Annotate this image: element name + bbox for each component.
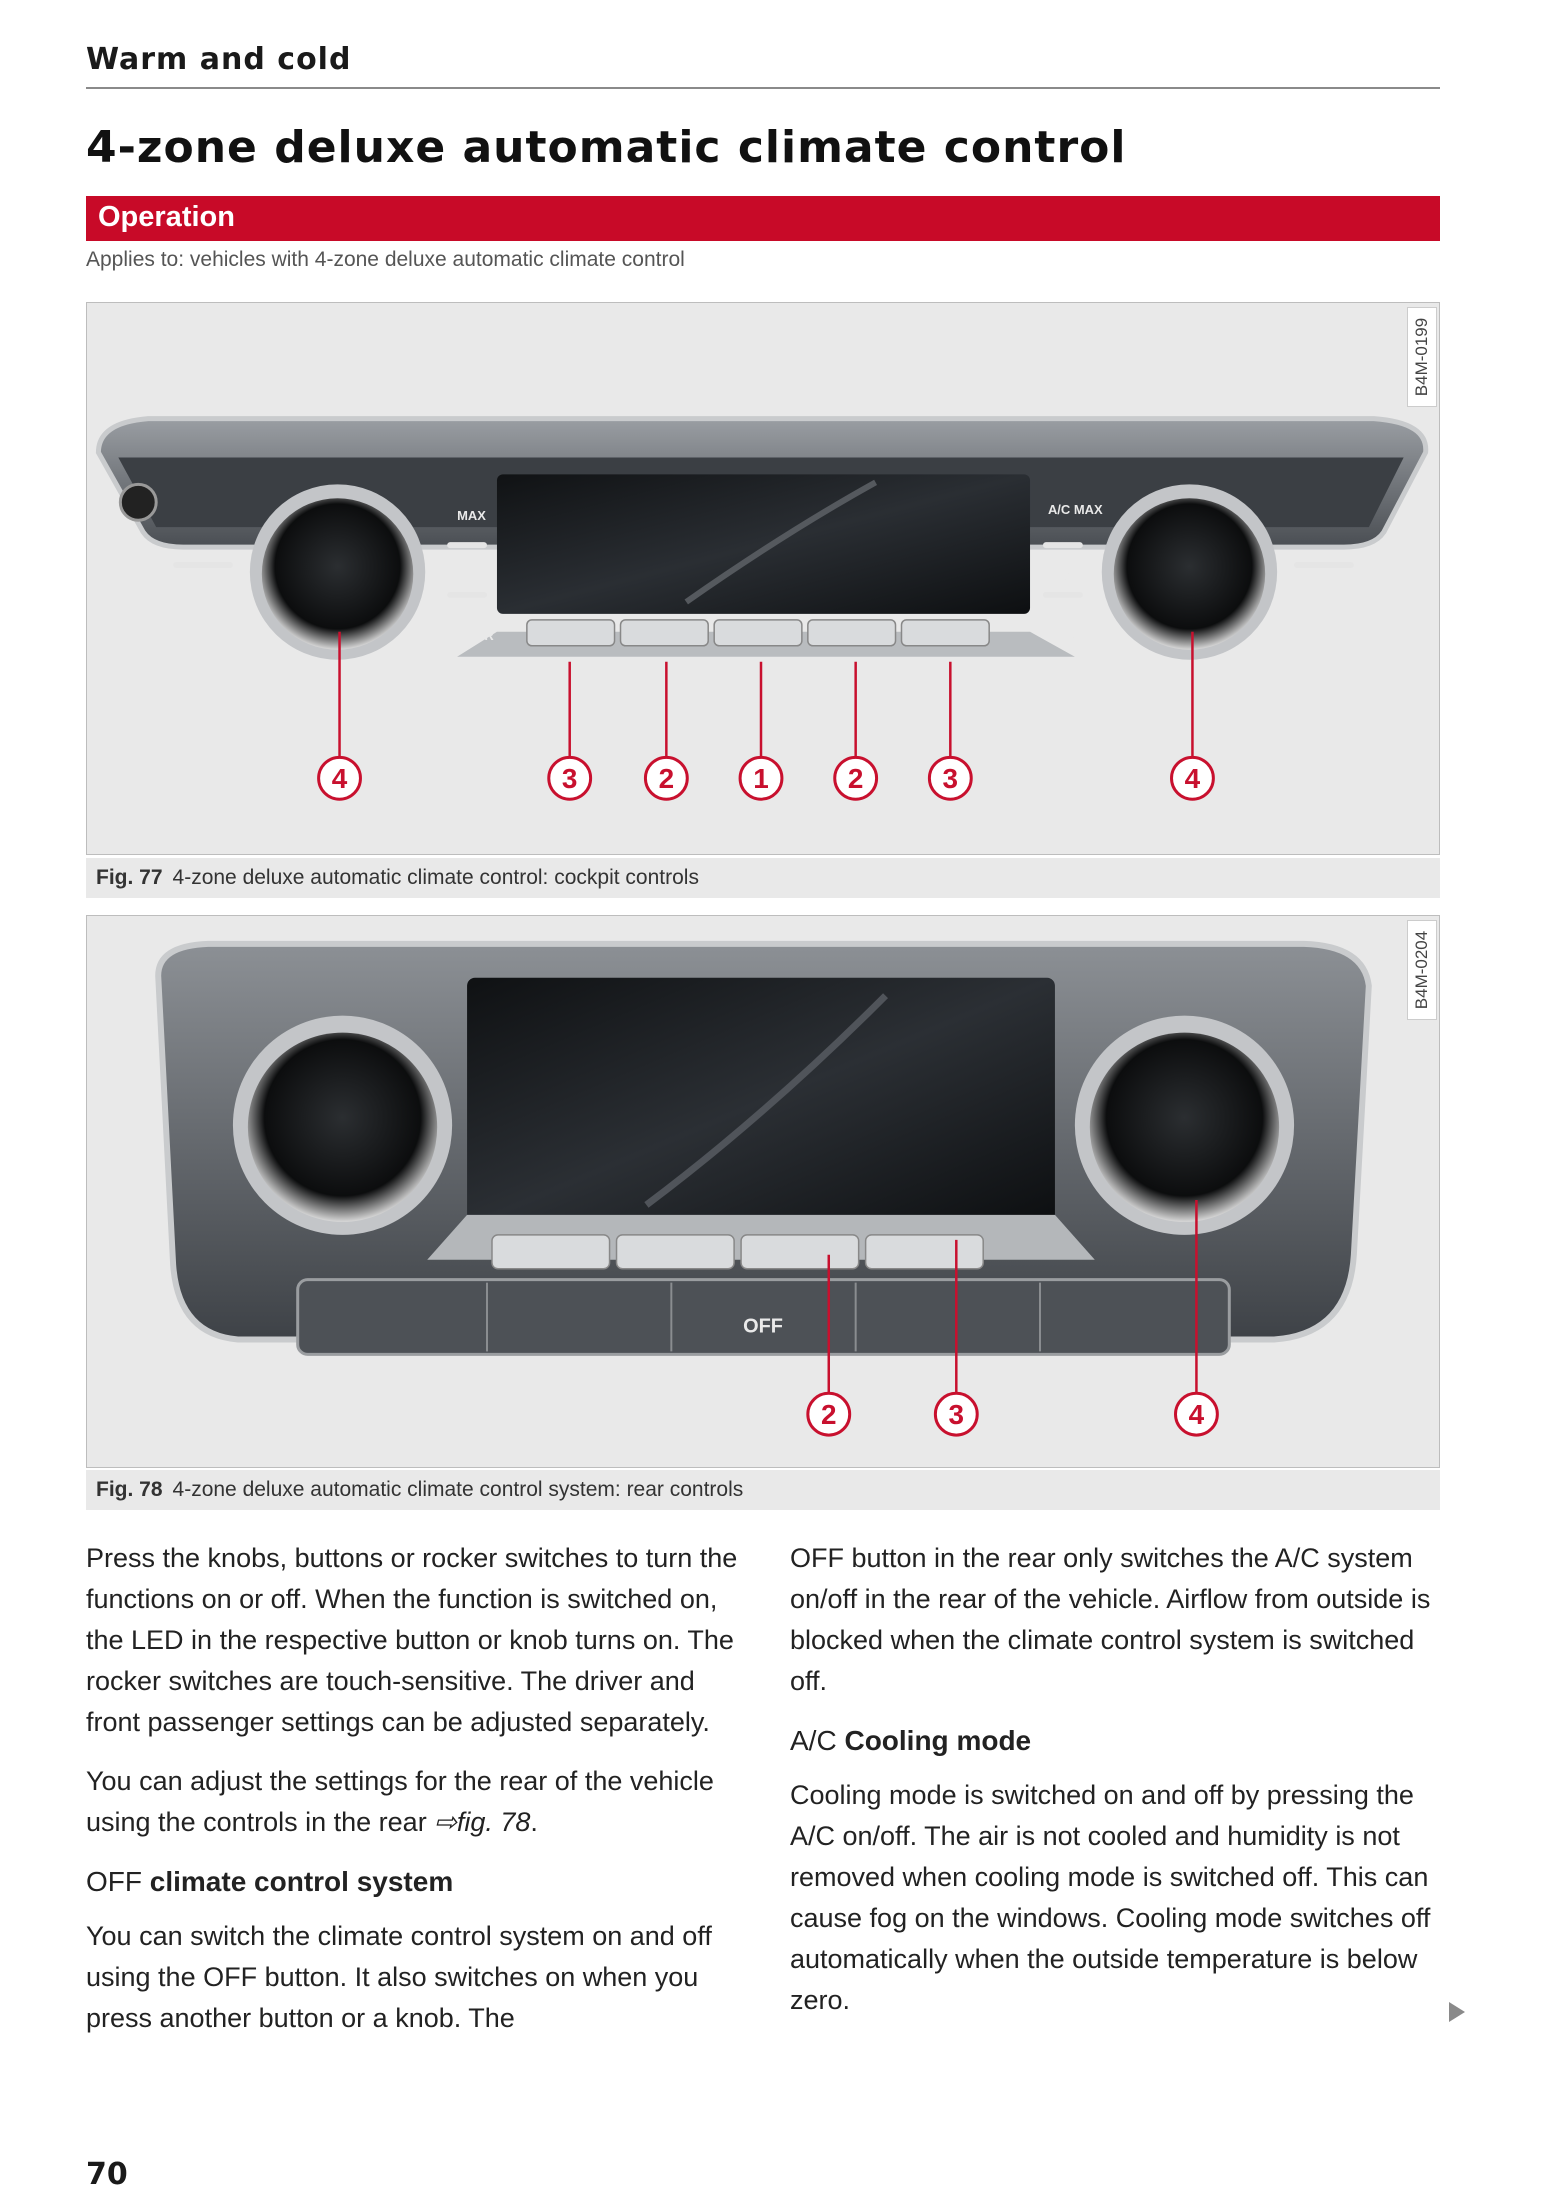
subheading-ac: A/C Cooling mode <box>790 1725 1032 1756</box>
body-column-left: Press the knobs, buttons or rocker switc… <box>86 1538 746 2057</box>
figure-rear-controls: OFF 2 3 4 B4M-0204 <box>86 915 1440 1468</box>
figure-cockpit-controls: MAX REAR A/C MAX A/C OFF 4 <box>86 302 1440 855</box>
figure-reference-link[interactable]: ⇨fig. 78 <box>434 1807 531 1837</box>
cockpit-climate-panel-illustration: MAX REAR A/C MAX A/C OFF 4 <box>95 416 1429 801</box>
body-column-right: OFF button in the rear only switches the… <box>790 1538 1440 2039</box>
callout-2-left: 2 <box>659 763 675 794</box>
figure-label: Fig. 78 <box>96 1478 163 1501</box>
rear-label: REAR <box>457 628 494 643</box>
paragraph: OFF button in the rear only switches the… <box>790 1543 1431 1696</box>
figure-label: Fig. 77 <box>96 866 163 889</box>
applies-to-note: Applies to: vehicles with 4-zone deluxe … <box>86 248 685 271</box>
subsection-heading: Operation <box>86 196 1440 241</box>
paragraph: Press the knobs, buttons or rocker switc… <box>86 1543 738 1737</box>
figure-code: B4M-0204 <box>1407 920 1437 1020</box>
callout-3: 3 <box>949 1399 965 1430</box>
max-label: MAX <box>457 508 486 523</box>
figure-caption: Fig. 77 4-zone deluxe automatic climate c… <box>86 858 1440 898</box>
callout-3-left: 3 <box>562 763 578 794</box>
section-header: Warm and cold <box>86 42 1440 89</box>
callout-3-right: 3 <box>943 763 959 794</box>
callout-1: 1 <box>753 763 769 794</box>
ac-label: A/C <box>1048 568 1070 583</box>
paragraph: You can adjust the settings for the rear… <box>86 1766 714 1837</box>
ac-max-label: A/C MAX <box>1048 502 1103 517</box>
paragraph: You can switch the climate control syste… <box>86 1921 712 2033</box>
off-label: OFF <box>1048 630 1074 645</box>
callout-2-right: 2 <box>848 763 864 794</box>
callout-4: 4 <box>1189 1399 1205 1430</box>
figure-code: B4M-0199 <box>1407 307 1437 407</box>
page-number: 70 <box>86 2157 128 2192</box>
subheading-off: OFF climate control system <box>86 1866 454 1897</box>
figure-caption-text: 4-zone deluxe automatic climate control:… <box>172 866 699 889</box>
paragraph: Cooling mode is switched on and off by p… <box>790 1780 1431 2015</box>
rear-climate-panel-illustration: OFF 2 3 4 <box>155 940 1372 1437</box>
continue-arrow-icon <box>1449 2002 1465 2022</box>
figure-caption: Fig. 78 4-zone deluxe automatic climate c… <box>86 1470 1440 1510</box>
figure-caption-text: 4-zone deluxe automatic climate control … <box>172 1478 744 1501</box>
callout-2: 2 <box>821 1399 837 1430</box>
callout-4-left: 4 <box>332 763 348 794</box>
callout-4-right: 4 <box>1185 763 1201 794</box>
page-title: 4-zone deluxe automatic climate control <box>86 122 1127 173</box>
rear-off-label: OFF <box>743 1315 783 1337</box>
